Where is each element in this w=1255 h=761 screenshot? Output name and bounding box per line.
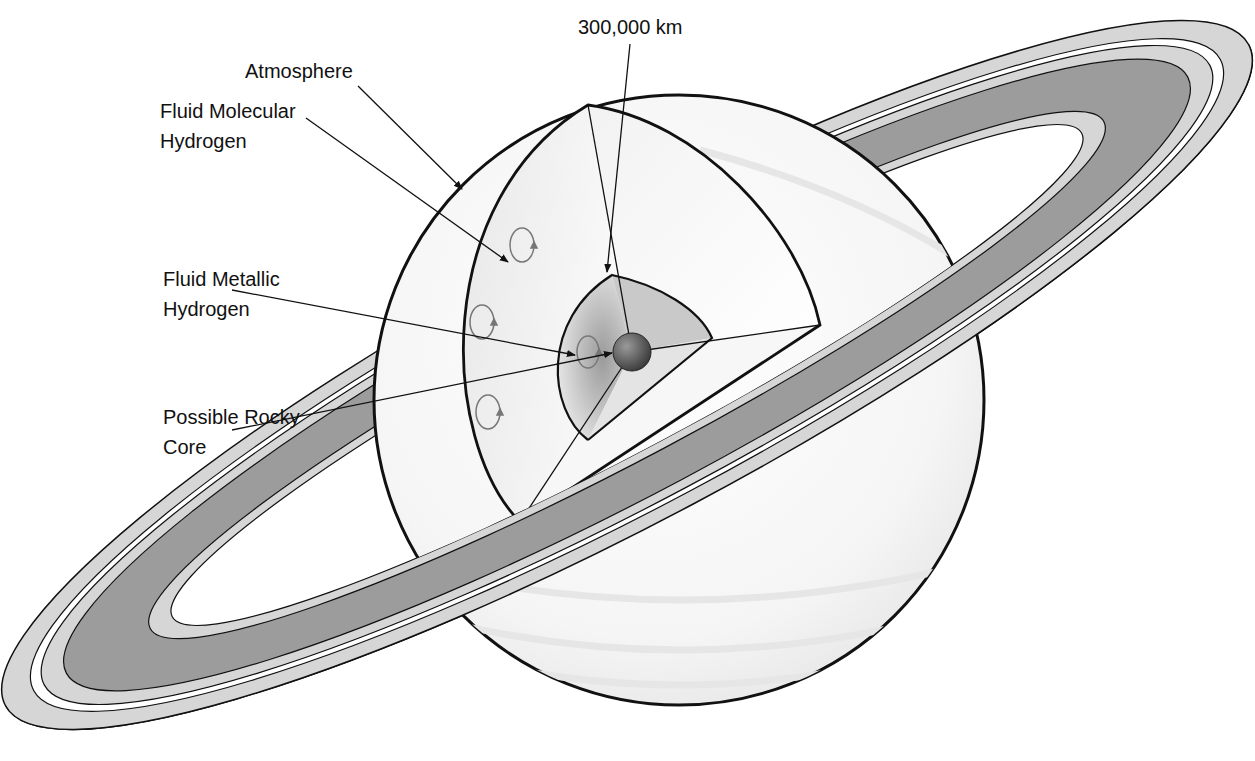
- dimension-label: 300,000 km: [578, 12, 718, 42]
- layer-label: Possible Rocky Core: [163, 402, 328, 462]
- layer-label: Atmosphere: [245, 56, 395, 86]
- layer-label: Fluid Metallic Hydrogen: [163, 264, 328, 324]
- layer-label: Fluid Molecular Hydrogen: [160, 96, 325, 156]
